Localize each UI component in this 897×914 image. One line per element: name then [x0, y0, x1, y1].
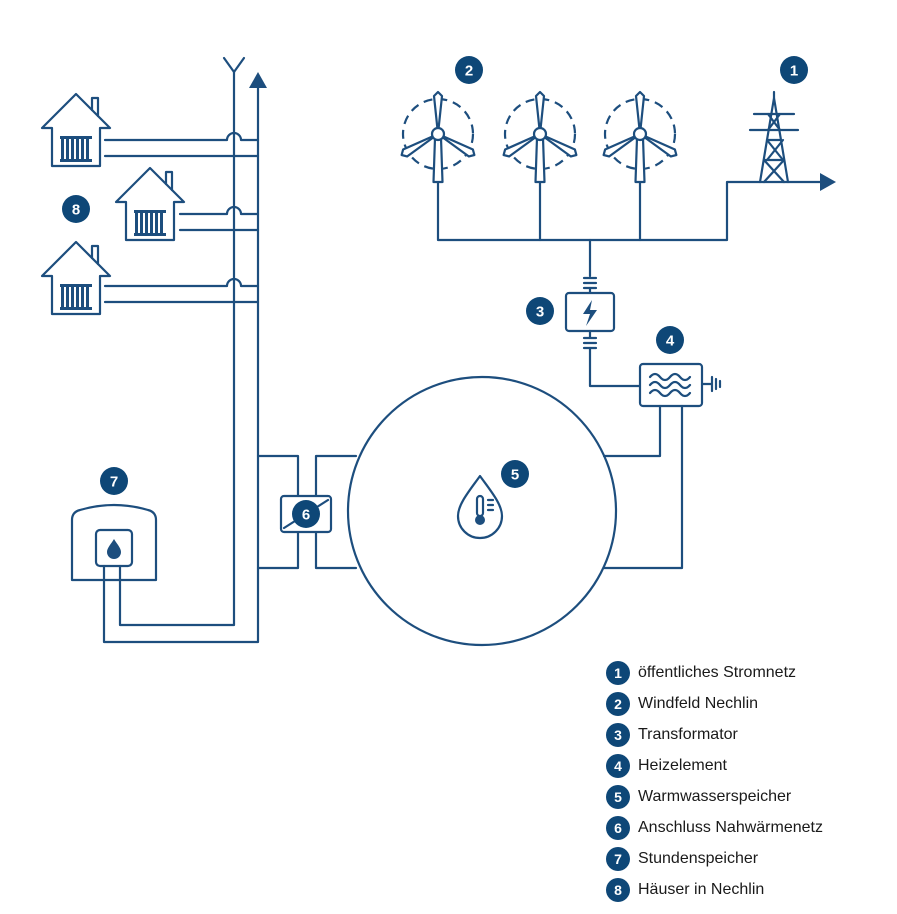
- svg-text:4: 4: [666, 333, 675, 350]
- legend-label: Warmwasserspeicher: [638, 787, 792, 805]
- legend-number: 7: [606, 846, 630, 871]
- legend-label: Windfeld Nechlin: [638, 694, 759, 712]
- water-drop-icon: [107, 539, 121, 559]
- heating-coil-icon: [648, 372, 692, 398]
- badge-windfarm: 2: [455, 56, 483, 84]
- wind-turbine-icon: [398, 90, 680, 184]
- legend-label: Transformator: [638, 725, 738, 743]
- house-2: [114, 166, 186, 242]
- transformer: [564, 276, 642, 388]
- exchanger-connections: [256, 454, 358, 570]
- legend-item: 7 Stundenspeicher: [606, 843, 823, 874]
- legend-label: öffentliches Stromnetz: [638, 663, 797, 681]
- legend-number: 5: [606, 784, 630, 809]
- house-1: [40, 92, 112, 168]
- legend-label: Stundenspeicher: [638, 849, 759, 867]
- badge-houses: 8: [62, 195, 90, 223]
- svg-text:1: 1: [790, 63, 798, 80]
- legend-number: 3: [606, 722, 630, 747]
- badge-connection: 6: [292, 500, 320, 528]
- badge-heater: 4: [656, 326, 684, 354]
- legend-item: 2 Windfeld Nechlin: [606, 688, 823, 719]
- house-3: [40, 240, 112, 316]
- badge-grid: 1: [780, 56, 808, 84]
- badge-tank: 5: [501, 460, 529, 488]
- legend-item: 4 Heizelement: [606, 750, 823, 781]
- badge-transformer: 3: [526, 297, 554, 325]
- svg-text:8: 8: [72, 202, 80, 219]
- legend-number: 1: [606, 660, 630, 685]
- district-heating-risers: [102, 56, 267, 644]
- power-pylon-icon: [748, 90, 800, 184]
- svg-text:5: 5: [511, 467, 519, 484]
- legend-item: 5 Warmwasserspeicher: [606, 781, 823, 812]
- badge-buffer: 7: [100, 467, 128, 495]
- legend-item: 6 Anschluss Nahwärmenetz: [606, 812, 823, 843]
- legend-label: Häuser in Nechlin: [638, 880, 765, 898]
- legend: 1 öffentliches Stromnetz 2 Windfeld Nechli…: [606, 657, 823, 905]
- svg-text:6: 6: [302, 507, 310, 524]
- legend-label: Heizelement: [638, 756, 727, 774]
- svg-text:3: 3: [536, 304, 544, 321]
- windfarm-bus: [436, 173, 836, 278]
- thermometer-drop-icon: [456, 474, 504, 540]
- legend-item: 3 Transformator: [606, 719, 823, 750]
- lightning-bolt-icon: [583, 300, 597, 326]
- house-supply-pipes: [103, 131, 260, 304]
- legend-number: 6: [606, 815, 630, 840]
- legend-item: 8 Häuser in Nechlin: [606, 874, 823, 905]
- svg-text:7: 7: [110, 474, 118, 491]
- legend-number: 2: [606, 691, 630, 716]
- legend-number: 8: [606, 877, 630, 902]
- svg-text:2: 2: [465, 63, 473, 80]
- legend-item: 1 öffentliches Stromnetz: [606, 657, 823, 688]
- legend-label: Anschluss Nahwärmenetz: [638, 818, 823, 836]
- legend-number: 4: [606, 753, 630, 778]
